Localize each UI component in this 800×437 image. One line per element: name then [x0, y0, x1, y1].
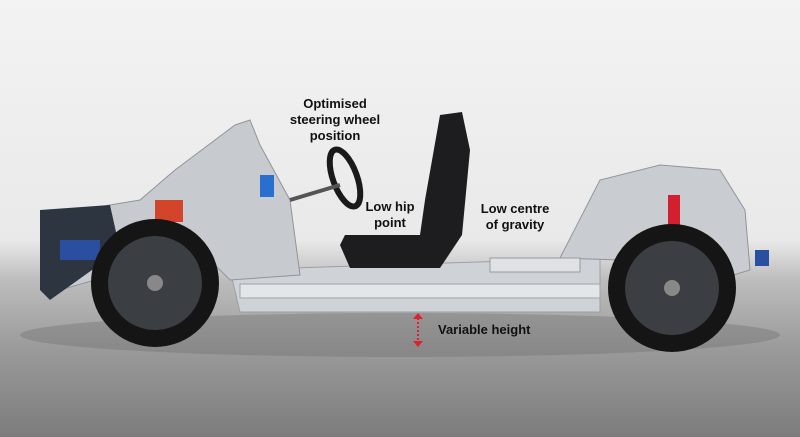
height-annotation: Variable height — [438, 322, 531, 337]
hip-point-annotation: Low hip point — [365, 199, 415, 230]
steering-annotation: Optimised steering wheel position — [289, 96, 381, 143]
rear-wheel — [608, 224, 736, 352]
front-wheel — [91, 219, 219, 347]
gravity-annotation: Low centre of gravity — [480, 201, 550, 232]
height-arrow-icon — [413, 313, 423, 347]
